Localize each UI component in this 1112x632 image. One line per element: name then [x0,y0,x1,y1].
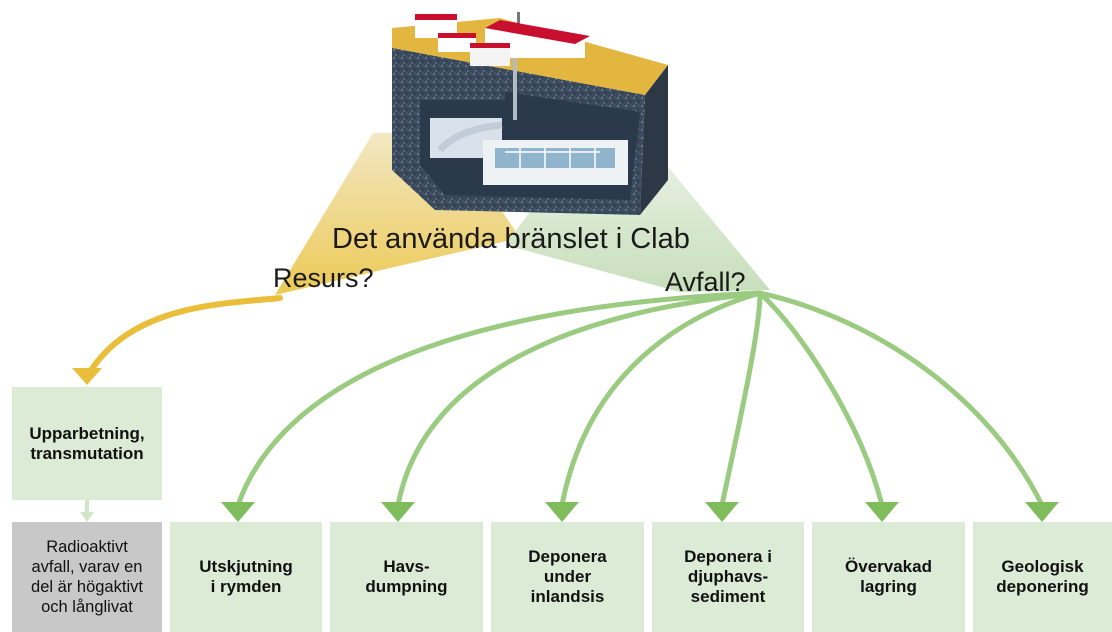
resource-result-box: Radioaktivt avfall, varav en del är höga… [12,522,162,632]
arrowhead-geological [1025,502,1059,522]
waste-arrow-geological [757,290,1045,508]
waste-arrow-monitored [757,290,885,508]
waste-option-label: Övervakad lagring [845,557,932,596]
waste-arrows [235,290,1045,508]
waste-arrow-space [235,290,763,508]
waste-option-box-sea: Havs- dumpning [330,522,483,632]
waste-option-label: Deponera i djuphavs- sediment [684,547,772,606]
arrowhead-sea [381,502,415,522]
waste-arrow-ice [559,290,763,508]
waste-option-box-geological: Geologisk deponering [973,522,1112,632]
waste-option-label: Deponera under inlandsis [528,547,607,606]
resource-arrowhead [72,368,102,385]
arrowhead-ice [545,502,579,522]
resource-arrow [85,295,283,378]
waste-option-box-sediment: Deponera i djuphavs- sediment [652,522,804,632]
waste-option-label: Havs- dumpning [365,557,448,596]
waste-arrowheads [221,502,1059,522]
waste-option-label: Geologisk deponering [996,557,1089,596]
diagram-title: Det använda bränslet i Clab [332,223,690,255]
waste-option-label: Utskjutning i rymden [199,557,293,596]
waste-branch-label: Avfall? [665,267,746,297]
connector-arrowhead [80,512,94,522]
arrowhead-sediment [705,502,739,522]
resource-option-box: Upparbetning, transmutation [12,387,162,500]
waste-arrow-sea [395,290,763,508]
resource-option-label: Upparbetning, transmutation [29,423,145,463]
arrowhead-monitored [865,502,899,522]
waste-option-box-ice: Deponera under inlandsis [491,522,644,632]
waste-option-box-monitored: Övervakad lagring [812,522,965,632]
waste-arrow-sediment [719,290,763,508]
resource-branch-label: Resurs? [273,263,374,293]
resource-result-label: Radioaktivt avfall, varav en del är höga… [31,538,143,616]
waste-option-box-space: Utskjutning i rymden [170,522,322,632]
arrowhead-space [221,502,255,522]
clab-facility-icon [392,12,668,215]
